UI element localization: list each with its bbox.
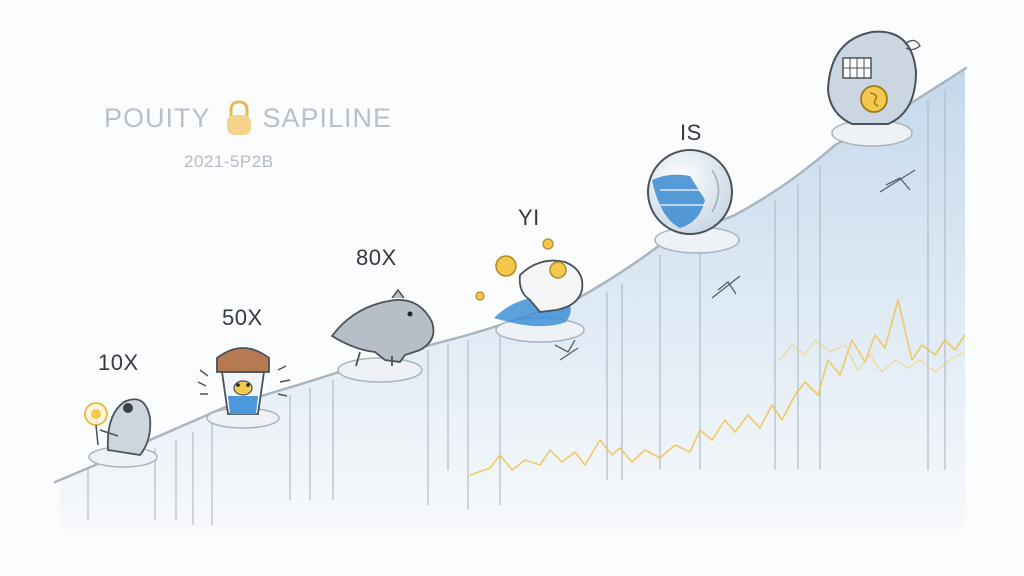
- scribble-marks: [554, 169, 916, 361]
- piggy-bank-figure: [475, 238, 584, 327]
- step-platforms: [88, 119, 913, 468]
- step-label-1: 10X: [98, 350, 139, 375]
- step-label-4: YI: [518, 205, 540, 230]
- brand-title-right: SAPILINE: [262, 102, 393, 133]
- coffee-cup-figure: [197, 347, 291, 415]
- brand-title-left: POUITY: [104, 102, 211, 133]
- gold-trend-line: [469, 299, 966, 476]
- bird-with-flower-figure: [84, 398, 152, 456]
- step-label-2: 50X: [222, 305, 263, 330]
- vault-figure: [826, 30, 921, 125]
- step-label-5: IS: [680, 120, 702, 145]
- gray-rodent-figure: [330, 288, 435, 367]
- gold-trend-line-2: [779, 339, 966, 373]
- brand-date: 2021-5P2B: [184, 152, 274, 171]
- globe-sphere-figure: [647, 149, 733, 235]
- step-label-3: 80X: [356, 245, 397, 270]
- padlock-icon: [221, 98, 257, 138]
- brand-title: POUITY SAPILINE: [104, 98, 392, 138]
- rising-slope-area: [60, 70, 965, 530]
